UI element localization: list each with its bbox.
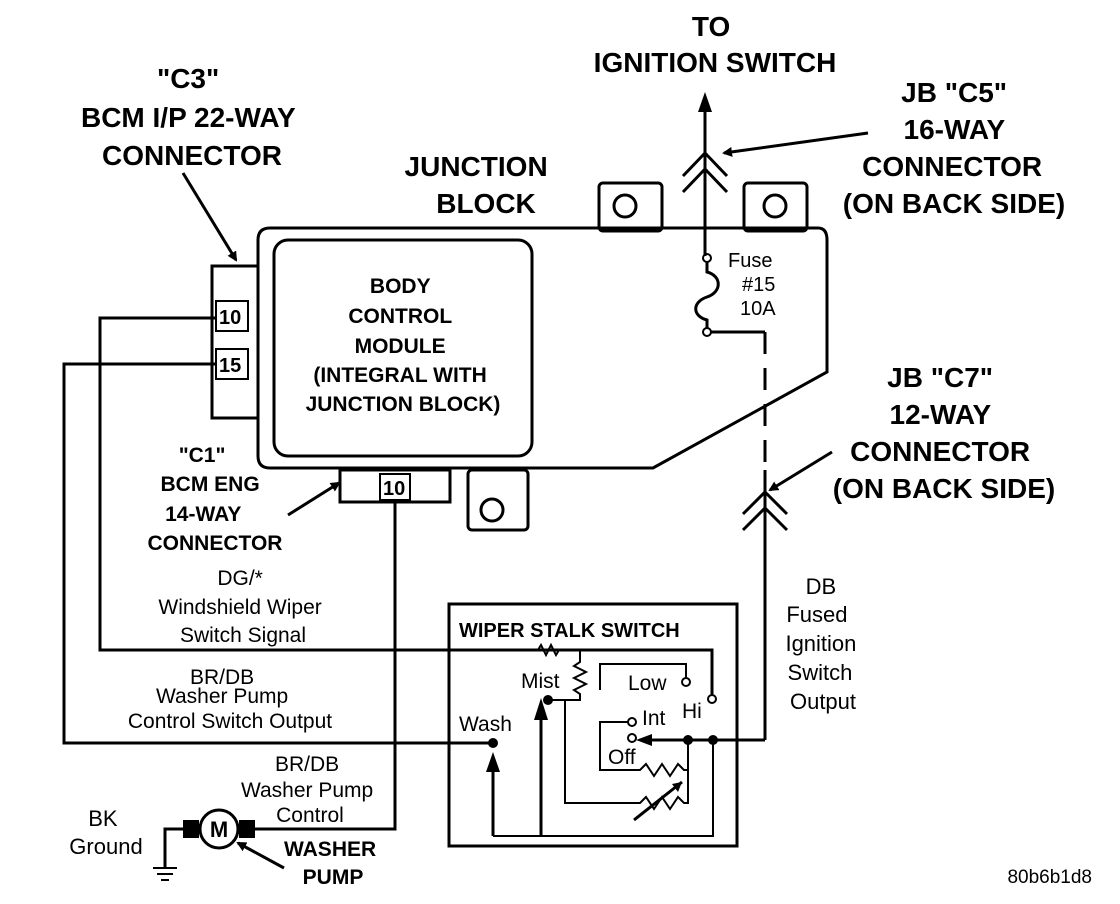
motor-symbol-label: M [210,817,228,842]
br-db-pump-control-wire [255,502,397,831]
switch-position-hi: Hi [682,700,702,723]
c5-connector-symbol [681,150,729,194]
jb-c7-label: JB "C7" 12-WAY CONNECTOR (ON BACK SIDE) [833,362,1055,504]
ground-label: BK Ground [69,806,142,859]
figure-id: 80b6b1d8 [1007,867,1092,888]
c3-pin-15-label: 15 [219,355,241,377]
switch-position-int: Int [642,707,666,730]
c1-pin-10 [379,473,411,501]
mounting-ear-top-left [597,181,664,233]
c5-pointer-arrow [722,131,869,157]
washer-pump-pointer-arrow [236,841,285,870]
c1-pointer-arrow [287,481,341,517]
bcm-label: BODY CONTROL MODULE (INTEGRAL WITH JUNCT… [306,275,501,416]
dg-wire-label: DG/* Windshield Wiper Switch Signal [158,567,327,647]
c3-connector-label: "C3" BCM I/P 22-WAY CONNECTOR [81,63,303,171]
to-ignition-label: TO IGNITION SWITCH [594,11,837,78]
switch-position-low: Low [628,672,667,695]
switch-position-off: Off [608,746,636,769]
bcm-box [272,238,534,458]
br-db-pump-control-label: BR/DB Washer Pump Control [241,753,379,827]
junction-block-label: JUNCTION BLOCK [405,151,556,219]
switch-position-wash: Wash [459,713,512,736]
br-db-switch-output-wire [62,362,493,745]
washer-pump-motor: M [183,808,255,850]
c3-connector [210,264,260,420]
wiper-switch-internal-wiring [486,642,765,837]
c3-pin-10 [215,300,249,332]
c3-pointer-arrow [181,172,238,262]
to-ignition-arrowhead [698,92,712,112]
switch-position-mist: Mist [521,670,560,693]
dg-wire [98,316,714,695]
c1-pin-10-label: 10 [383,478,405,500]
c1-connector-label: "C1" BCM ENG 14-WAY CONNECTOR [148,444,283,555]
jb-c5-label: JB "C5" 16-WAY CONNECTOR (ON BACK SIDE) [843,77,1065,219]
br-db-switch-output-label: BR/DB Washer Pump Control Switch Output [128,666,332,733]
washer-pump-label: WASHER PUMP [284,838,382,889]
wiper-stalk-switch-title: WIPER STALK SWITCH [459,620,680,642]
ground-wire [163,827,183,868]
ground-icon [153,867,177,881]
fuse-15-symbol [694,253,765,337]
mounting-ear-top-right [742,181,809,233]
db-wire-label: DB Fused Ignition Switch Output [785,574,862,714]
wiper-stalk-switch-box [447,602,739,848]
c3-pin-10-label: 10 [219,307,241,329]
fuse-15-label: Fuse #15 10A [728,250,781,320]
junction-block-outline [256,226,829,470]
c7-pointer-arrow [768,450,833,492]
mounting-ear-bottom [466,468,530,532]
